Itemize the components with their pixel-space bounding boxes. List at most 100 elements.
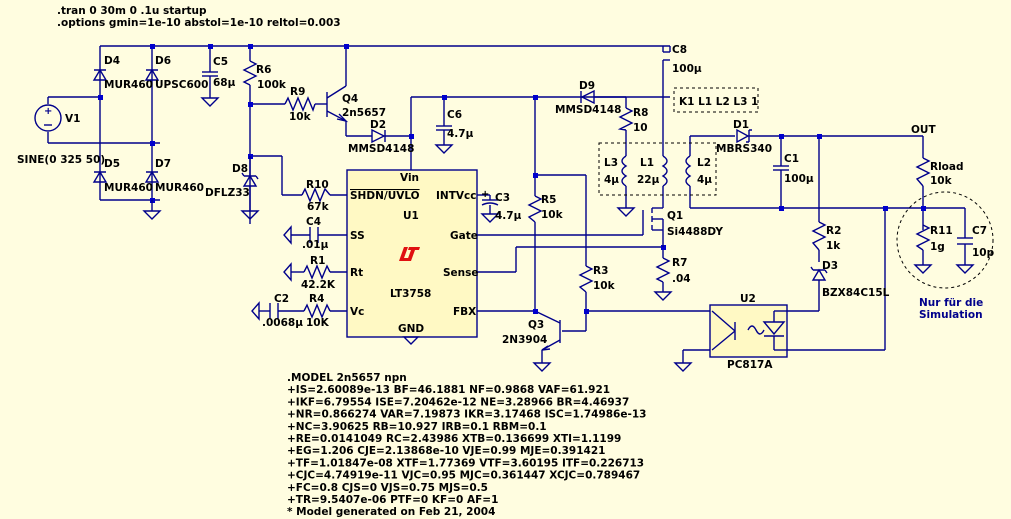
- svg-text:100k: 100k: [257, 79, 287, 91]
- svg-text:MUR460: MUR460: [104, 79, 153, 91]
- svg-text:10k: 10k: [930, 175, 953, 187]
- svg-text:Q1: Q1: [667, 210, 683, 222]
- svg-text:C1: C1: [784, 153, 799, 165]
- svg-text:K1 L1 L2 L3 1: K1 L1 L2 L3 1: [679, 96, 758, 108]
- model-line: * Model generated on Feb 21, 2004: [287, 506, 495, 518]
- note-line-2: Simulation: [919, 309, 983, 321]
- svg-text:2N3904: 2N3904: [502, 334, 547, 346]
- svg-text:Vin: Vin: [400, 172, 419, 184]
- svg-text:C5: C5: [213, 56, 228, 68]
- svg-text:Gate: Gate: [450, 230, 478, 242]
- svg-text:R6: R6: [256, 64, 271, 76]
- source-v1[interactable]: + V1 SINE(0 325 50): [17, 104, 105, 166]
- resistor-r10[interactable]: R10 67k: [301, 179, 331, 213]
- capacitor-c1[interactable]: C1 100µ: [773, 153, 814, 185]
- capacitor-c8[interactable]: C8 100µ: [662, 44, 702, 75]
- optocoupler-u2[interactable]: U2 PC817A: [709, 293, 788, 371]
- svg-text:.01µ: .01µ: [302, 239, 329, 251]
- resistor-r7[interactable]: R7 .04: [654, 257, 691, 301]
- resistor-r1[interactable]: R1 42.2K: [283, 255, 336, 291]
- resistor-r5[interactable]: R5 10k: [527, 194, 564, 223]
- diode-d4[interactable]: D4 MUR460: [92, 55, 153, 91]
- spice-model-block[interactable]: .MODEL 2n5657 npn+IS=2.60089e-13 BF=46.1…: [287, 372, 646, 519]
- svg-text:BZX84C15L: BZX84C15L: [822, 287, 890, 299]
- diode-d6[interactable]: D6 UPSC600: [144, 55, 208, 91]
- model-line: +TF=1.01847e-08 XTF=1.77369 VTF=3.60195 …: [287, 457, 644, 469]
- mosfet-q1[interactable]: Q1 Si4488DY: [642, 207, 723, 247]
- transistor-q4[interactable]: Q4 2n5657: [326, 85, 386, 123]
- svg-text:D8: D8: [232, 163, 248, 175]
- resistor-r6[interactable]: R6 100k: [242, 60, 287, 91]
- model-line: +NC=3.90625 RB=10.927 IRB=0.1 RBM=0.1: [287, 421, 547, 433]
- model-line: +FC=0.8 CJS=0 VJS=0.75 MJS=0.5: [287, 482, 488, 494]
- diode-d9[interactable]: D9 MMSD4148: [555, 80, 621, 116]
- v1-value: SINE(0 325 50): [17, 154, 105, 166]
- svg-text:MBRS340: MBRS340: [716, 143, 772, 155]
- capacitor-c7[interactable]: C7 10p: [956, 225, 995, 274]
- note-line-1: Nur für die: [919, 297, 983, 309]
- svg-text:R9: R9: [290, 86, 305, 98]
- svg-text:42.2K: 42.2K: [301, 279, 336, 291]
- coupling-directive[interactable]: K1 L1 L2 L3 1: [673, 87, 759, 113]
- svg-text:67k: 67k: [307, 201, 330, 213]
- svg-text:D6: D6: [155, 55, 171, 67]
- svg-text:Sense: Sense: [443, 267, 479, 279]
- svg-text:LT3758: LT3758: [390, 288, 431, 300]
- tran-directive[interactable]: .tran 0 30m 0 .1u startup: [57, 5, 207, 17]
- svg-text:R1: R1: [310, 255, 325, 267]
- svg-text:C6: C6: [447, 109, 462, 121]
- svg-text:+: +: [481, 189, 489, 200]
- svg-text:MUR460: MUR460: [104, 182, 153, 194]
- capacitor-c3[interactable]: + C3 4.7µ: [481, 189, 522, 223]
- svg-text:4µ: 4µ: [604, 174, 619, 186]
- diode-d2[interactable]: D2 MMSD4148: [348, 119, 414, 155]
- inductor-l1[interactable]: L1 22µ: [637, 155, 668, 187]
- svg-text:D7: D7: [155, 158, 171, 170]
- svg-text:R2: R2: [826, 225, 841, 237]
- transformer-box: [598, 142, 717, 196]
- resistor-r8[interactable]: R8 10: [617, 107, 648, 134]
- inductor-l2[interactable]: L2 4µ: [685, 155, 712, 187]
- wires: [47, 45, 966, 363]
- resistor-r4[interactable]: R4 10K: [303, 293, 331, 329]
- resistor-rload[interactable]: Rload 10k: [915, 157, 964, 187]
- diode-d7[interactable]: D7 MUR460: [144, 158, 204, 194]
- svg-text:Q4: Q4: [342, 93, 358, 105]
- svg-text:1k: 1k: [826, 240, 841, 252]
- model-line: +NR=0.866274 VAR=7.19873 IKR=3.17468 ISC…: [287, 409, 646, 421]
- model-line: +TR=9.5407e-06 PTF=0 KF=0 AF=1: [287, 494, 498, 506]
- resistor-r2[interactable]: R2 1k: [811, 221, 841, 252]
- lt-logo-icon: [399, 247, 420, 261]
- options-directive[interactable]: .options gmin=1e-10 abstol=1e-10 reltol=…: [57, 17, 341, 29]
- capacitor-c4[interactable]: C4 .01µ: [283, 216, 329, 251]
- diode-d1[interactable]: D1 MBRS340: [716, 119, 772, 155]
- svg-text:R7: R7: [672, 257, 687, 269]
- svg-text:D2: D2: [370, 119, 386, 131]
- svg-text:D1: D1: [733, 119, 749, 131]
- resistor-r9[interactable]: R9 10k: [284, 86, 316, 123]
- svg-text:4.7µ: 4.7µ: [447, 128, 474, 140]
- svg-text:R5: R5: [541, 194, 556, 206]
- svg-text:1g: 1g: [930, 241, 945, 253]
- transistor-q3[interactable]: Q3 2N3904: [502, 319, 561, 372]
- svg-text:R11: R11: [930, 225, 953, 237]
- capacitor-c5[interactable]: C5 68µ: [201, 56, 236, 107]
- capacitor-c6[interactable]: C6 4.7µ: [435, 109, 474, 154]
- svg-text:D9: D9: [579, 80, 595, 92]
- svg-text:D4: D4: [104, 55, 120, 67]
- model-line: +CJC=4.74919e-11 VJC=0.95 MJC=0.361447 X…: [287, 470, 640, 482]
- svg-text:C3: C3: [495, 192, 510, 204]
- zener-d3[interactable]: D3 BZX84C15L: [810, 260, 890, 299]
- svg-text:R8: R8: [633, 107, 648, 119]
- svg-text:10k: 10k: [541, 209, 564, 221]
- ic-u1[interactable]: Vin SHDN/UVLO INTVcc U1 SS Gate Rt Sense…: [346, 169, 479, 338]
- inductor-l3[interactable]: L3 4µ: [604, 155, 635, 217]
- capacitor-c2[interactable]: C2 .0068µ: [251, 293, 303, 329]
- resistor-r11[interactable]: R11 1g: [914, 224, 953, 274]
- svg-text:Rt: Rt: [350, 267, 363, 279]
- diode-d5[interactable]: D5 MUR460: [92, 158, 153, 194]
- resistor-r3[interactable]: R3 10k: [578, 265, 616, 293]
- net-label-out: OUT: [911, 124, 936, 136]
- svg-text:MUR460: MUR460: [155, 182, 204, 194]
